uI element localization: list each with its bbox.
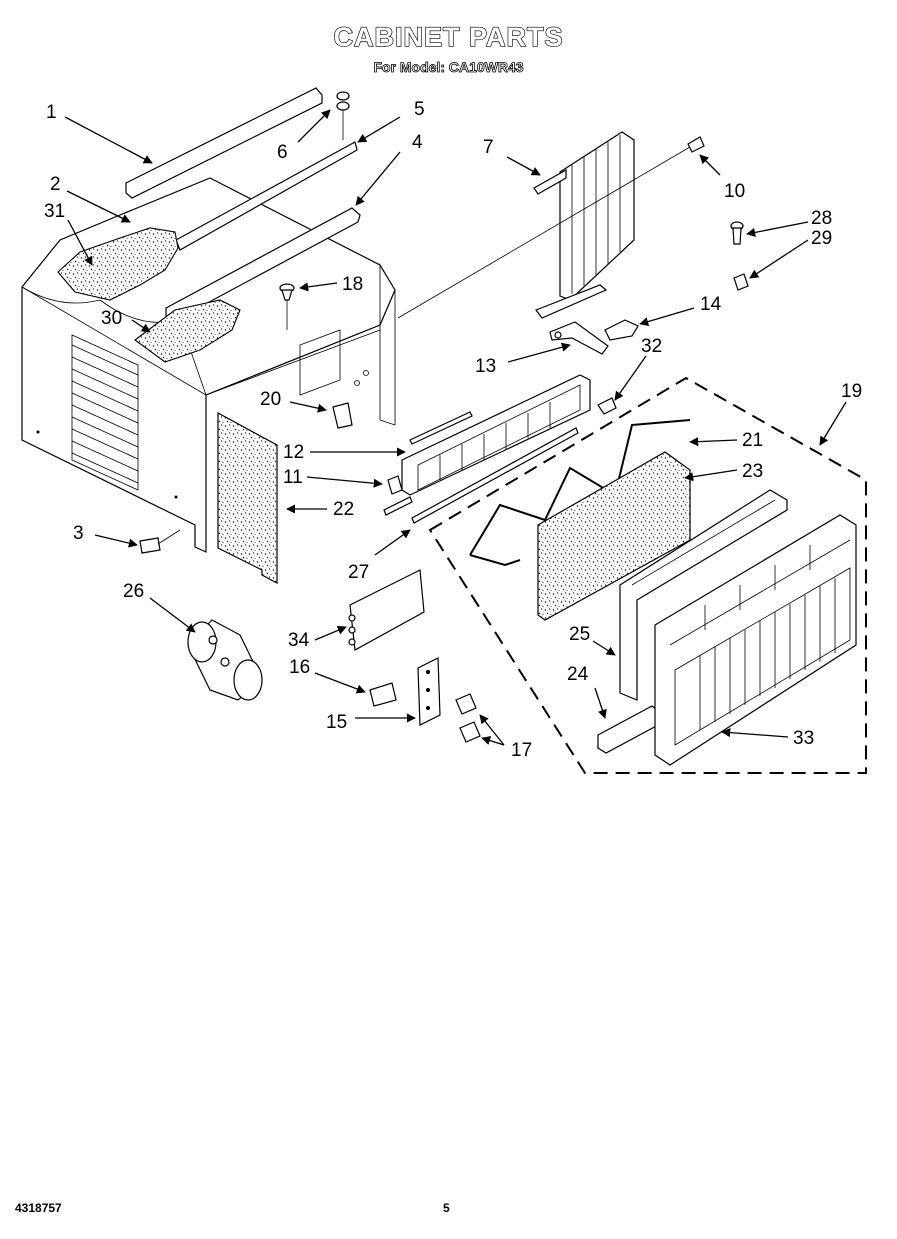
- screw-10: [687, 136, 705, 153]
- callout-31: 31: [44, 201, 65, 222]
- foam-strip-24: [597, 705, 661, 754]
- front-assembly-group-outline: [428, 376, 867, 774]
- document-code: 4318757: [15, 1201, 62, 1215]
- bracket-13: [549, 321, 609, 355]
- callout-26: 26: [123, 581, 144, 602]
- callout-14: 14: [700, 294, 722, 315]
- callout-labels: 1 2 3 4 5 6 7 10 11 12 13 14 15 16 17 18…: [44, 99, 862, 761]
- front-foam-pad: [217, 411, 278, 584]
- mounting-bracket: [187, 619, 263, 701]
- callout-27: 27: [348, 562, 369, 583]
- top-rail-front: [125, 87, 323, 199]
- air-filter: [537, 451, 691, 621]
- callout-29: 29: [811, 228, 832, 249]
- clip-29: [733, 273, 749, 291]
- rod-12: [409, 411, 473, 445]
- callout-21: 21: [742, 430, 763, 451]
- insulation-pad-side: [134, 299, 241, 363]
- plug-18: [279, 283, 295, 330]
- callout-20: 20: [260, 389, 281, 410]
- gasket-25: [619, 489, 788, 701]
- callout-33: 33: [793, 728, 814, 749]
- connector-16: [369, 682, 397, 707]
- control-plate: [417, 657, 441, 726]
- knob-17: [455, 693, 481, 743]
- strip-27: [411, 427, 579, 524]
- page-title: CABINET PARTS: [333, 21, 564, 52]
- top-rail-rear: [165, 207, 361, 323]
- clip-14: [604, 319, 639, 341]
- heater-34: [348, 569, 425, 651]
- callout-32: 32: [641, 336, 662, 357]
- callout-1: 1: [46, 102, 57, 123]
- handle-21: [469, 419, 691, 567]
- screw-3: [139, 529, 181, 554]
- callout-30: 30: [101, 308, 122, 329]
- callout-28: 28: [811, 208, 832, 229]
- callout-19: 19: [841, 381, 862, 402]
- callout-10: 10: [724, 181, 745, 202]
- top-rail-middle: [175, 141, 358, 251]
- callout-7: 7: [483, 137, 494, 158]
- model-subtitle: For Model: CA10WR43: [373, 59, 524, 76]
- callout-16: 16: [289, 657, 310, 678]
- callout-6: 6: [277, 142, 288, 163]
- leader-lines: [64, 109, 847, 746]
- callout-4: 4: [412, 132, 423, 153]
- callout-18: 18: [342, 274, 363, 295]
- screw-32: [597, 397, 617, 415]
- callout-23: 23: [742, 461, 763, 482]
- callout-11: 11: [283, 467, 303, 488]
- callout-34: 34: [288, 630, 310, 651]
- callout-13: 13: [475, 356, 496, 377]
- callout-3: 3: [73, 523, 84, 544]
- callout-22: 22: [333, 499, 354, 520]
- callout-17: 17: [511, 740, 532, 761]
- callout-15: 15: [326, 712, 347, 733]
- callout-24: 24: [567, 664, 589, 685]
- callout-12: 12: [283, 442, 304, 463]
- air-deflector-assembly: [387, 374, 591, 496]
- insulation-pad-top: [57, 227, 179, 301]
- upper-louver-panel: [533, 131, 635, 319]
- front-grille: [654, 514, 857, 766]
- callout-25: 25: [569, 624, 590, 645]
- screw-6: [336, 91, 350, 140]
- screw-28: [730, 221, 744, 245]
- clip-20: [332, 402, 353, 429]
- cabinet-louvers: [71, 334, 139, 491]
- callout-5: 5: [414, 99, 425, 120]
- callout-2: 2: [50, 174, 61, 195]
- page-number: 5: [443, 1201, 450, 1215]
